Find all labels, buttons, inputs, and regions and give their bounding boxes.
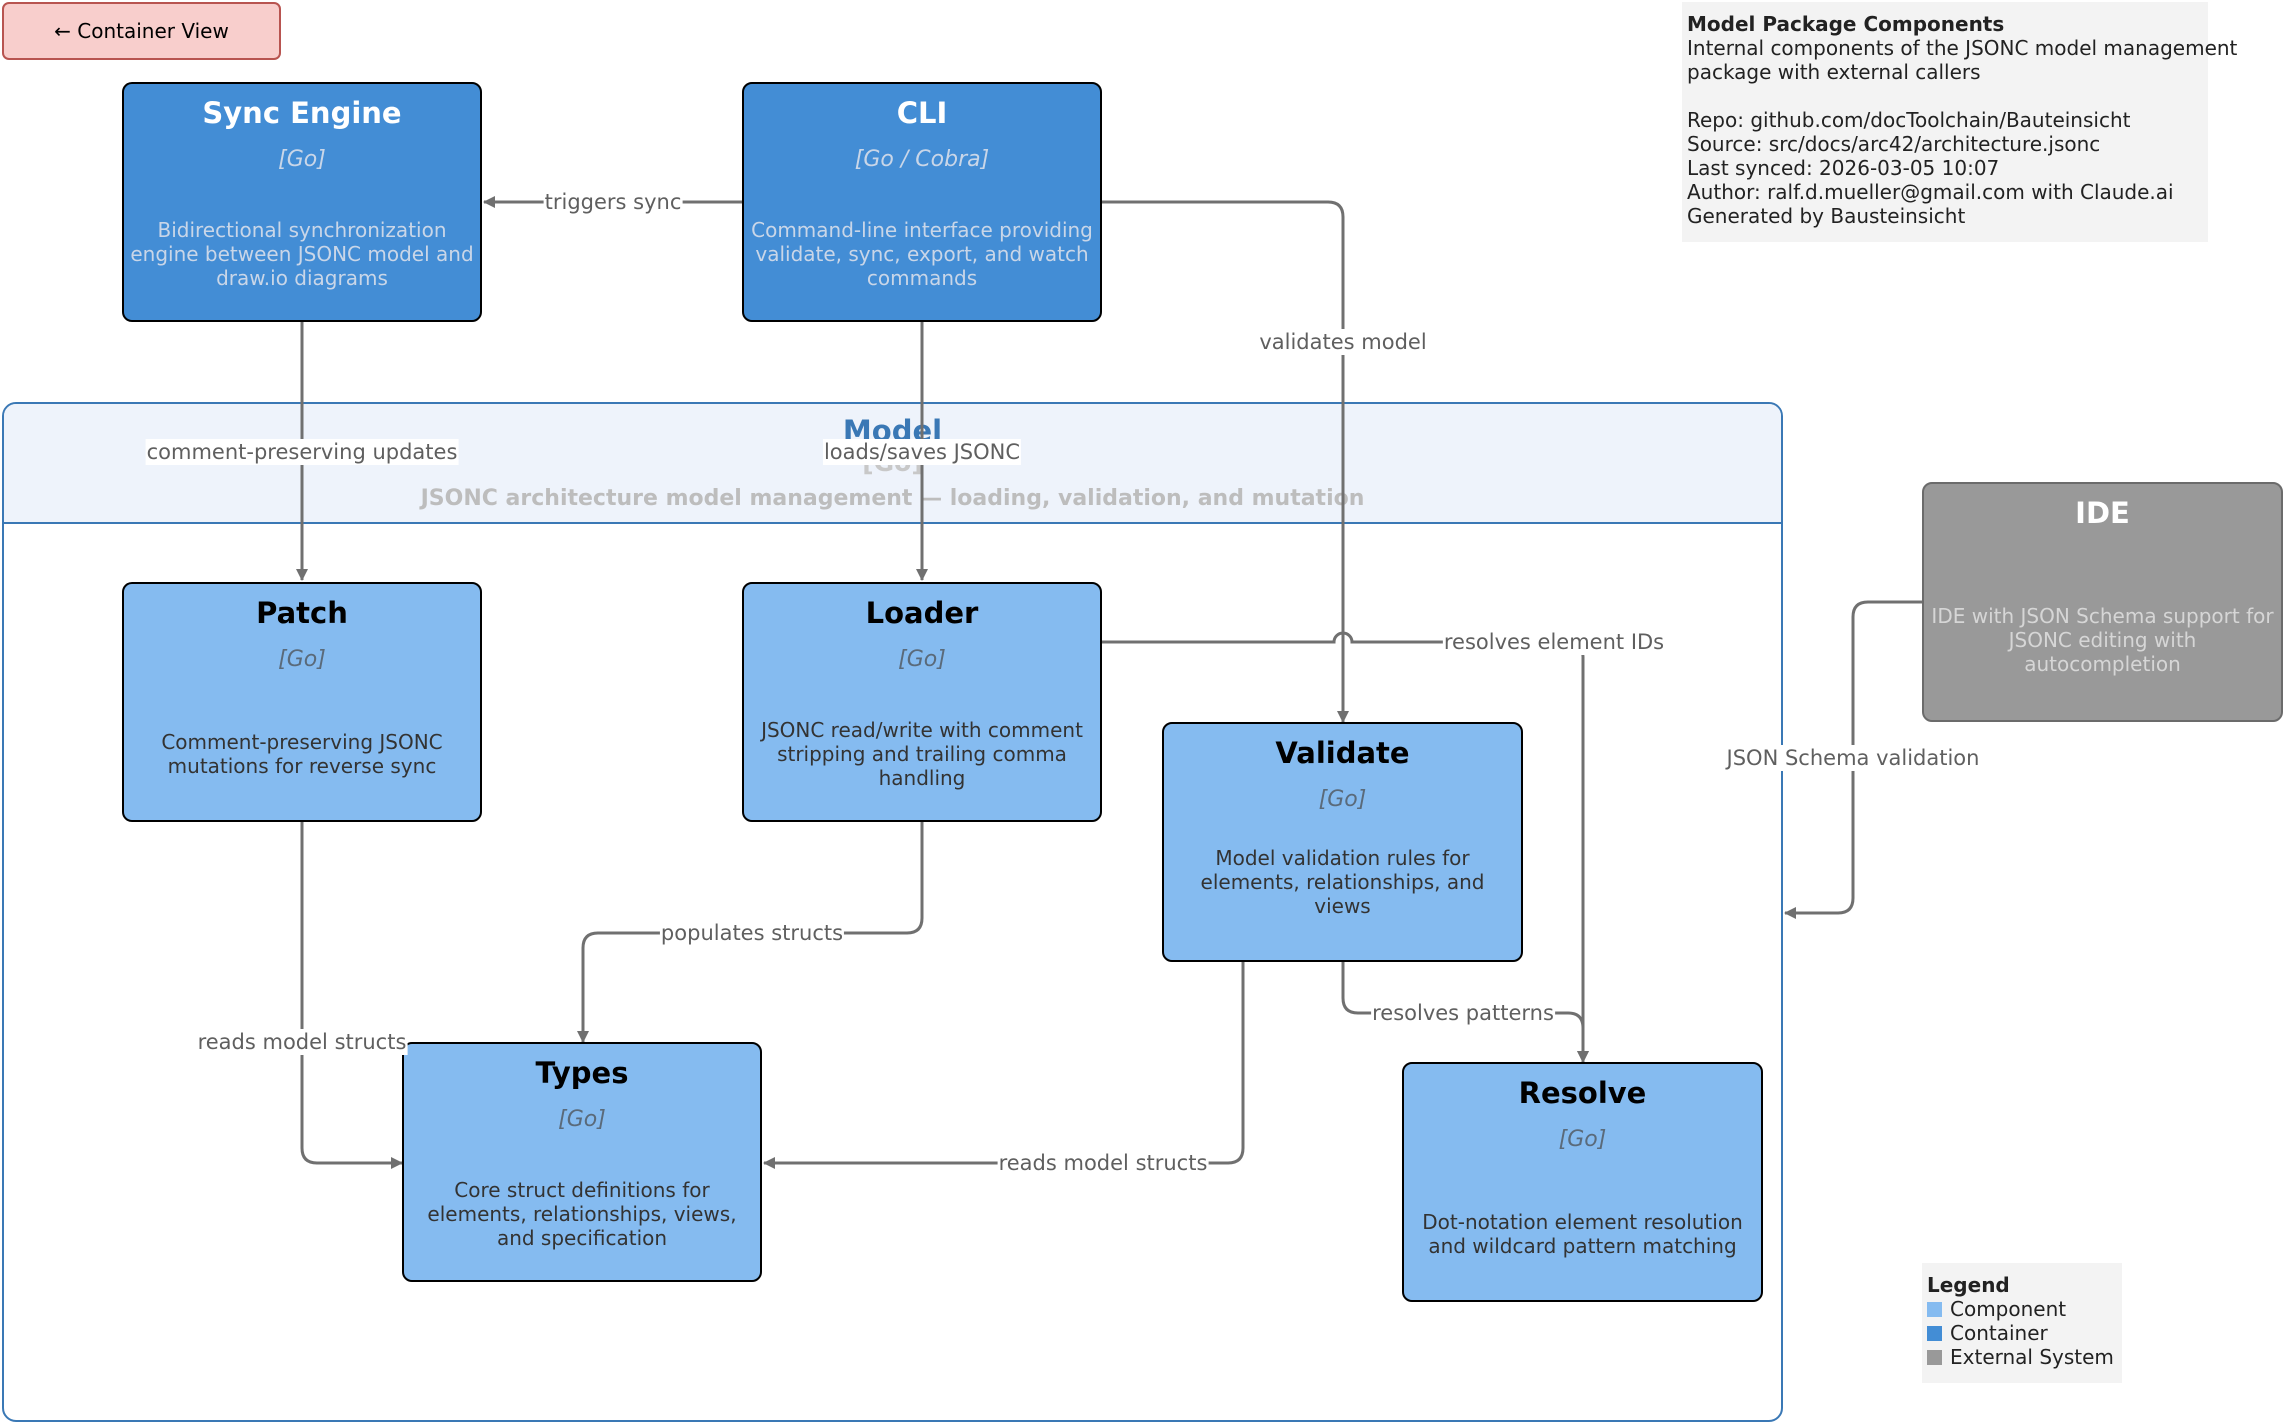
loader-title: Loader [865, 596, 979, 630]
legend-label-container: Container [1950, 1321, 2048, 1345]
types-title: Types [535, 1056, 629, 1090]
validate-node[interactable]: Validate [Go] Model validation rules for… [1162, 722, 1523, 962]
cli-title: CLI [896, 96, 948, 130]
resolve-technology: [Go] [1558, 1127, 1607, 1152]
resolve-title: Resolve [1518, 1076, 1647, 1110]
legend-title: Legend [1927, 1273, 2010, 1297]
legend-label-component: Component [1950, 1297, 2067, 1321]
edge-label-resolves-patterns: resolves patterns [1371, 1000, 1555, 1026]
loader-description: JSONC read/write with comment stripping … [761, 718, 1083, 790]
legend-swatch-container [1927, 1326, 1942, 1341]
edge-label-reads-model-structs-patch: reads model structs [196, 1029, 408, 1055]
sync-engine-technology: [Go] [278, 147, 326, 172]
legend-label-external: External System [1950, 1345, 2114, 1369]
ide-title: IDE [2075, 496, 2130, 530]
info-generated-by: Generated by Bausteinsicht [1687, 204, 1966, 228]
ide-node[interactable]: IDE IDE with JSON Schema support for JSO… [1922, 482, 2283, 722]
ide-description: IDE with JSON Schema support for JSONC e… [1931, 604, 2274, 676]
edge-label-validates-model: validates model [1258, 329, 1428, 355]
loader-technology: [Go] [898, 647, 946, 672]
info-repo: Repo: github.com/docToolchain/Bauteinsic… [1687, 108, 2131, 132]
info-author: Author: ralf.d.mueller@gmail.com with Cl… [1687, 180, 2174, 204]
edge-label-comment-preserving-updates: comment-preserving updates [145, 439, 459, 465]
legend-item-external-system: External System [1927, 1345, 2122, 1369]
diagram-info-panel: Model Package Components Internal compon… [1682, 2, 2238, 242]
info-title: Model Package Components [1687, 12, 2005, 36]
validate-technology: [Go] [1318, 787, 1367, 812]
edge-label-resolves-element-ids: resolves element IDs [1442, 629, 1666, 655]
validate-description: Model validation rules for elements, rel… [1200, 846, 1485, 918]
types-technology: [Go] [558, 1107, 606, 1132]
patch-node[interactable]: Patch [Go] Comment-preserving JSONC muta… [122, 582, 482, 822]
cli-technology: [Go / Cobra] [854, 147, 990, 172]
info-last-synced: Last synced: 2026-03-05 10:07 [1687, 156, 2000, 180]
patch-technology: [Go] [278, 647, 326, 672]
edge-label-json-schema-validation: JSON Schema validation [1725, 745, 1981, 771]
info-description-line2: package with external callers [1687, 60, 1981, 84]
legend-swatch-external [1927, 1350, 1942, 1365]
types-node[interactable]: Types [Go] Core struct definitions for e… [402, 1042, 762, 1282]
patch-description: Comment-preserving JSONC mutations for r… [161, 730, 443, 778]
container-view-button[interactable]: ← Container View [2, 2, 281, 60]
info-description-line1: Internal components of the JSONC model m… [1687, 36, 2238, 60]
sync-engine-description: Bidirectional synchronization engine bet… [130, 218, 474, 290]
legend-item-component: Component [1927, 1297, 2122, 1321]
resolve-description: Dot-notation element resolution and wild… [1422, 1210, 1743, 1258]
info-source: Source: src/docs/arc42/architecture.json… [1687, 132, 2101, 156]
types-description: Core struct definitions for elements, re… [427, 1178, 737, 1250]
sync-engine-title: Sync Engine [202, 96, 402, 130]
legend: Legend Component Container External Syst… [1922, 1263, 2122, 1383]
validate-title: Validate [1275, 736, 1410, 770]
resolve-node[interactable]: Resolve [Go] Dot-notation element resolu… [1402, 1062, 1763, 1302]
edge-label-reads-model-structs-validate: reads model structs [997, 1150, 1209, 1176]
edge-label-populates-structs: populates structs [659, 920, 845, 946]
loader-node[interactable]: Loader [Go] JSONC read/write with commen… [742, 582, 1102, 822]
cli-node[interactable]: CLI [Go / Cobra] Command-line interface … [742, 82, 1102, 322]
sync-engine-node[interactable]: Sync Engine [Go] Bidirectional synchroni… [122, 82, 482, 322]
cli-description: Command-line interface providing validat… [751, 218, 1093, 290]
patch-title: Patch [256, 596, 348, 630]
edge-label-loads-saves-jsonc: loads/saves JSONC [822, 439, 1022, 465]
model-boundary-description: JSONC architecture model management — lo… [420, 486, 1365, 511]
edge-label-triggers-sync: triggers sync [543, 189, 683, 215]
legend-swatch-component [1927, 1302, 1942, 1317]
legend-item-container: Container [1927, 1321, 2122, 1345]
